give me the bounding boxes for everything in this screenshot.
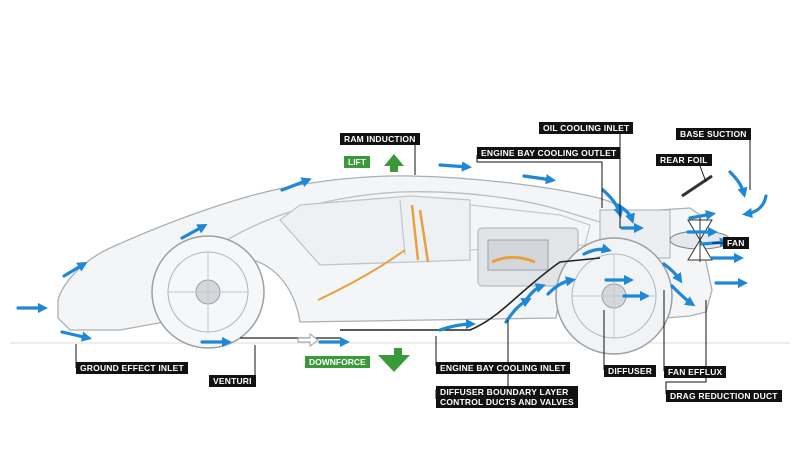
lift-tag: LIFT [344,156,370,168]
label-diffuser-boundary-line2: CONTROL DUCTS AND VALVES [440,397,574,407]
airflow-arrow [670,284,696,307]
label-fan-efflux: FAN EFFLUX [664,366,727,378]
airflow-arrow [728,170,748,198]
airflow-arrow [438,161,473,172]
label-engine-bay-cooling-outlet: ENGINE BAY COOLING OUTLET [477,147,621,159]
airflow-arrow [504,298,532,324]
label-engine-bay-cooling-inlet: ENGINE BAY COOLING INLET [436,362,570,374]
front-wheel [151,235,265,349]
label-drag-reduction-duct: DRAG REDUCTION DUCT [666,390,782,402]
airflow-arrows [16,161,768,348]
airflow-arrow [60,330,92,342]
label-ram-induction: RAM INDUCTION [340,133,420,145]
airflow-arrow [62,261,88,278]
label-base-suction: BASE SUCTION [676,128,751,140]
label-diffuser-boundary-line1: DIFFUSER BOUNDARY LAYER [440,387,569,397]
airflow-arrow [438,318,477,332]
lift-arrow [384,154,404,172]
label-oil-cooling-inlet: OIL COOLING INLET [539,122,634,134]
label-ground-effect-inlet: GROUND EFFECT INLET [76,362,188,374]
label-venturi: VENTURI [209,375,256,387]
airflow-arrow [280,177,312,192]
label-diffuser-boundary-layer: DIFFUSER BOUNDARY LAYER CONTROL DUCTS AN… [436,386,578,408]
airflow-arrow [524,283,546,302]
airflow-arrow [522,174,557,185]
floor-flow-arrow [297,333,319,347]
airflow-arrow [688,210,717,221]
airflow-arrow [662,262,683,284]
airflow-arrow [741,194,768,219]
airflow-arrow [546,276,577,296]
airflow-arrow [601,188,624,218]
airflow-arrow [180,224,208,240]
label-diffuser: DIFFUSER [604,365,657,377]
label-rear-foil: REAR FOIL [656,154,712,166]
airflow-arrow [582,243,612,256]
label-fan: FAN [723,237,749,249]
rear-foil-shape [681,174,713,198]
downforce-arrow [378,348,410,372]
rear-wheel [555,237,673,355]
downforce-tag: DOWNFORCE [305,356,370,368]
